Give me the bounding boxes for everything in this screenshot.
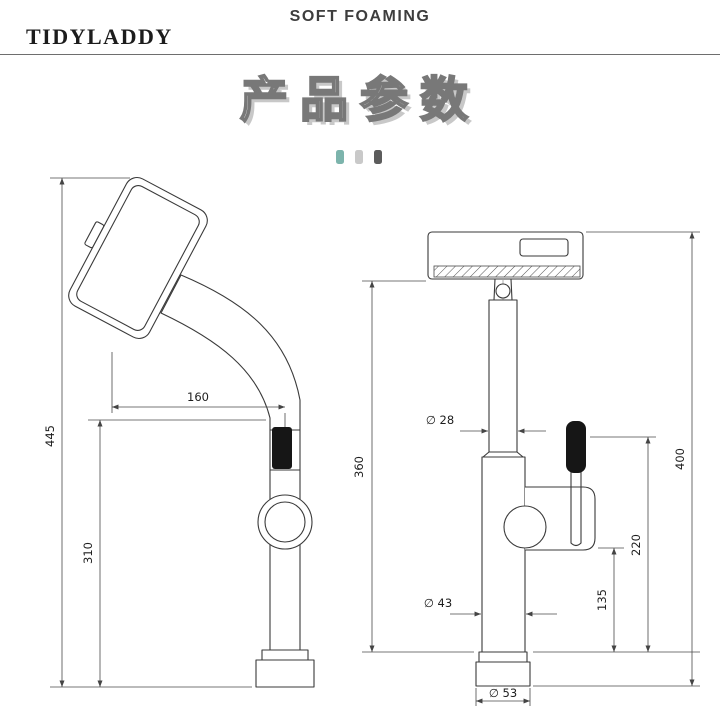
dot-light bbox=[355, 150, 363, 164]
dim-front-body-diameter: ∅ 43 bbox=[424, 596, 557, 617]
dim-360-label: 360 bbox=[352, 456, 366, 478]
dim-front-aerator-height: 360 bbox=[352, 280, 474, 653]
faucet-base-front bbox=[475, 661, 531, 687]
valve-circle bbox=[503, 505, 547, 549]
brand-logo: TIDYLADDY bbox=[26, 24, 173, 49]
front-view-drawing: ∅ 28 ∅ 43 ∅ 53 360 bbox=[352, 231, 700, 706]
dim-d53-label: ∅ 53 bbox=[489, 686, 517, 700]
divider-dots-icon bbox=[336, 150, 382, 164]
handle-lever-front bbox=[566, 421, 586, 473]
display-screen bbox=[519, 238, 569, 257]
neck-joint bbox=[495, 283, 511, 299]
header-divider bbox=[0, 54, 720, 55]
faucet-display-head-side bbox=[68, 176, 208, 340]
dim-160-label: 160 bbox=[187, 390, 209, 404]
dim-445-label: 445 bbox=[43, 425, 57, 447]
swivel-knob-outer bbox=[257, 494, 313, 550]
side-view-drawing: 445 310 160 bbox=[43, 176, 315, 688]
dim-side-reach: 160 bbox=[111, 352, 286, 427]
tagline-text: SOFT FOAMING bbox=[289, 8, 431, 25]
dim-front-base-diameter: ∅ 53 bbox=[475, 686, 531, 706]
faucet-pipe-front bbox=[488, 299, 518, 453]
page-title: 产品参数 bbox=[239, 73, 480, 128]
swivel-knob-inner bbox=[264, 501, 306, 543]
faucet-base-step-side bbox=[261, 649, 309, 661]
handle-lever-side bbox=[272, 427, 292, 469]
faucet-base-step-front bbox=[478, 651, 528, 663]
dim-400-label: 400 bbox=[673, 448, 687, 470]
dot-dark bbox=[374, 150, 382, 164]
dim-310-label: 310 bbox=[81, 542, 95, 564]
dim-front-valve-height: 135 bbox=[595, 547, 624, 652]
aerator-strip bbox=[433, 265, 581, 278]
dot-teal bbox=[336, 150, 344, 164]
dim-d43-label: ∅ 43 bbox=[424, 596, 452, 610]
dim-side-spout-height: 310 bbox=[81, 419, 266, 687]
dim-135-label: 135 bbox=[595, 589, 609, 611]
divider-dots bbox=[0, 148, 720, 171]
faucet-base-side bbox=[255, 659, 315, 688]
dim-220-label: 220 bbox=[629, 534, 643, 556]
dim-front-handle-height: 220 bbox=[533, 436, 700, 653]
dim-side-total-height: 445 bbox=[43, 177, 252, 688]
dim-front-total-height: 400 bbox=[533, 231, 700, 687]
dim-d28-label: ∅ 28 bbox=[426, 413, 454, 427]
dim-front-pipe-diameter: ∅ 28 bbox=[426, 413, 546, 434]
faucet-body-front bbox=[481, 456, 526, 653]
